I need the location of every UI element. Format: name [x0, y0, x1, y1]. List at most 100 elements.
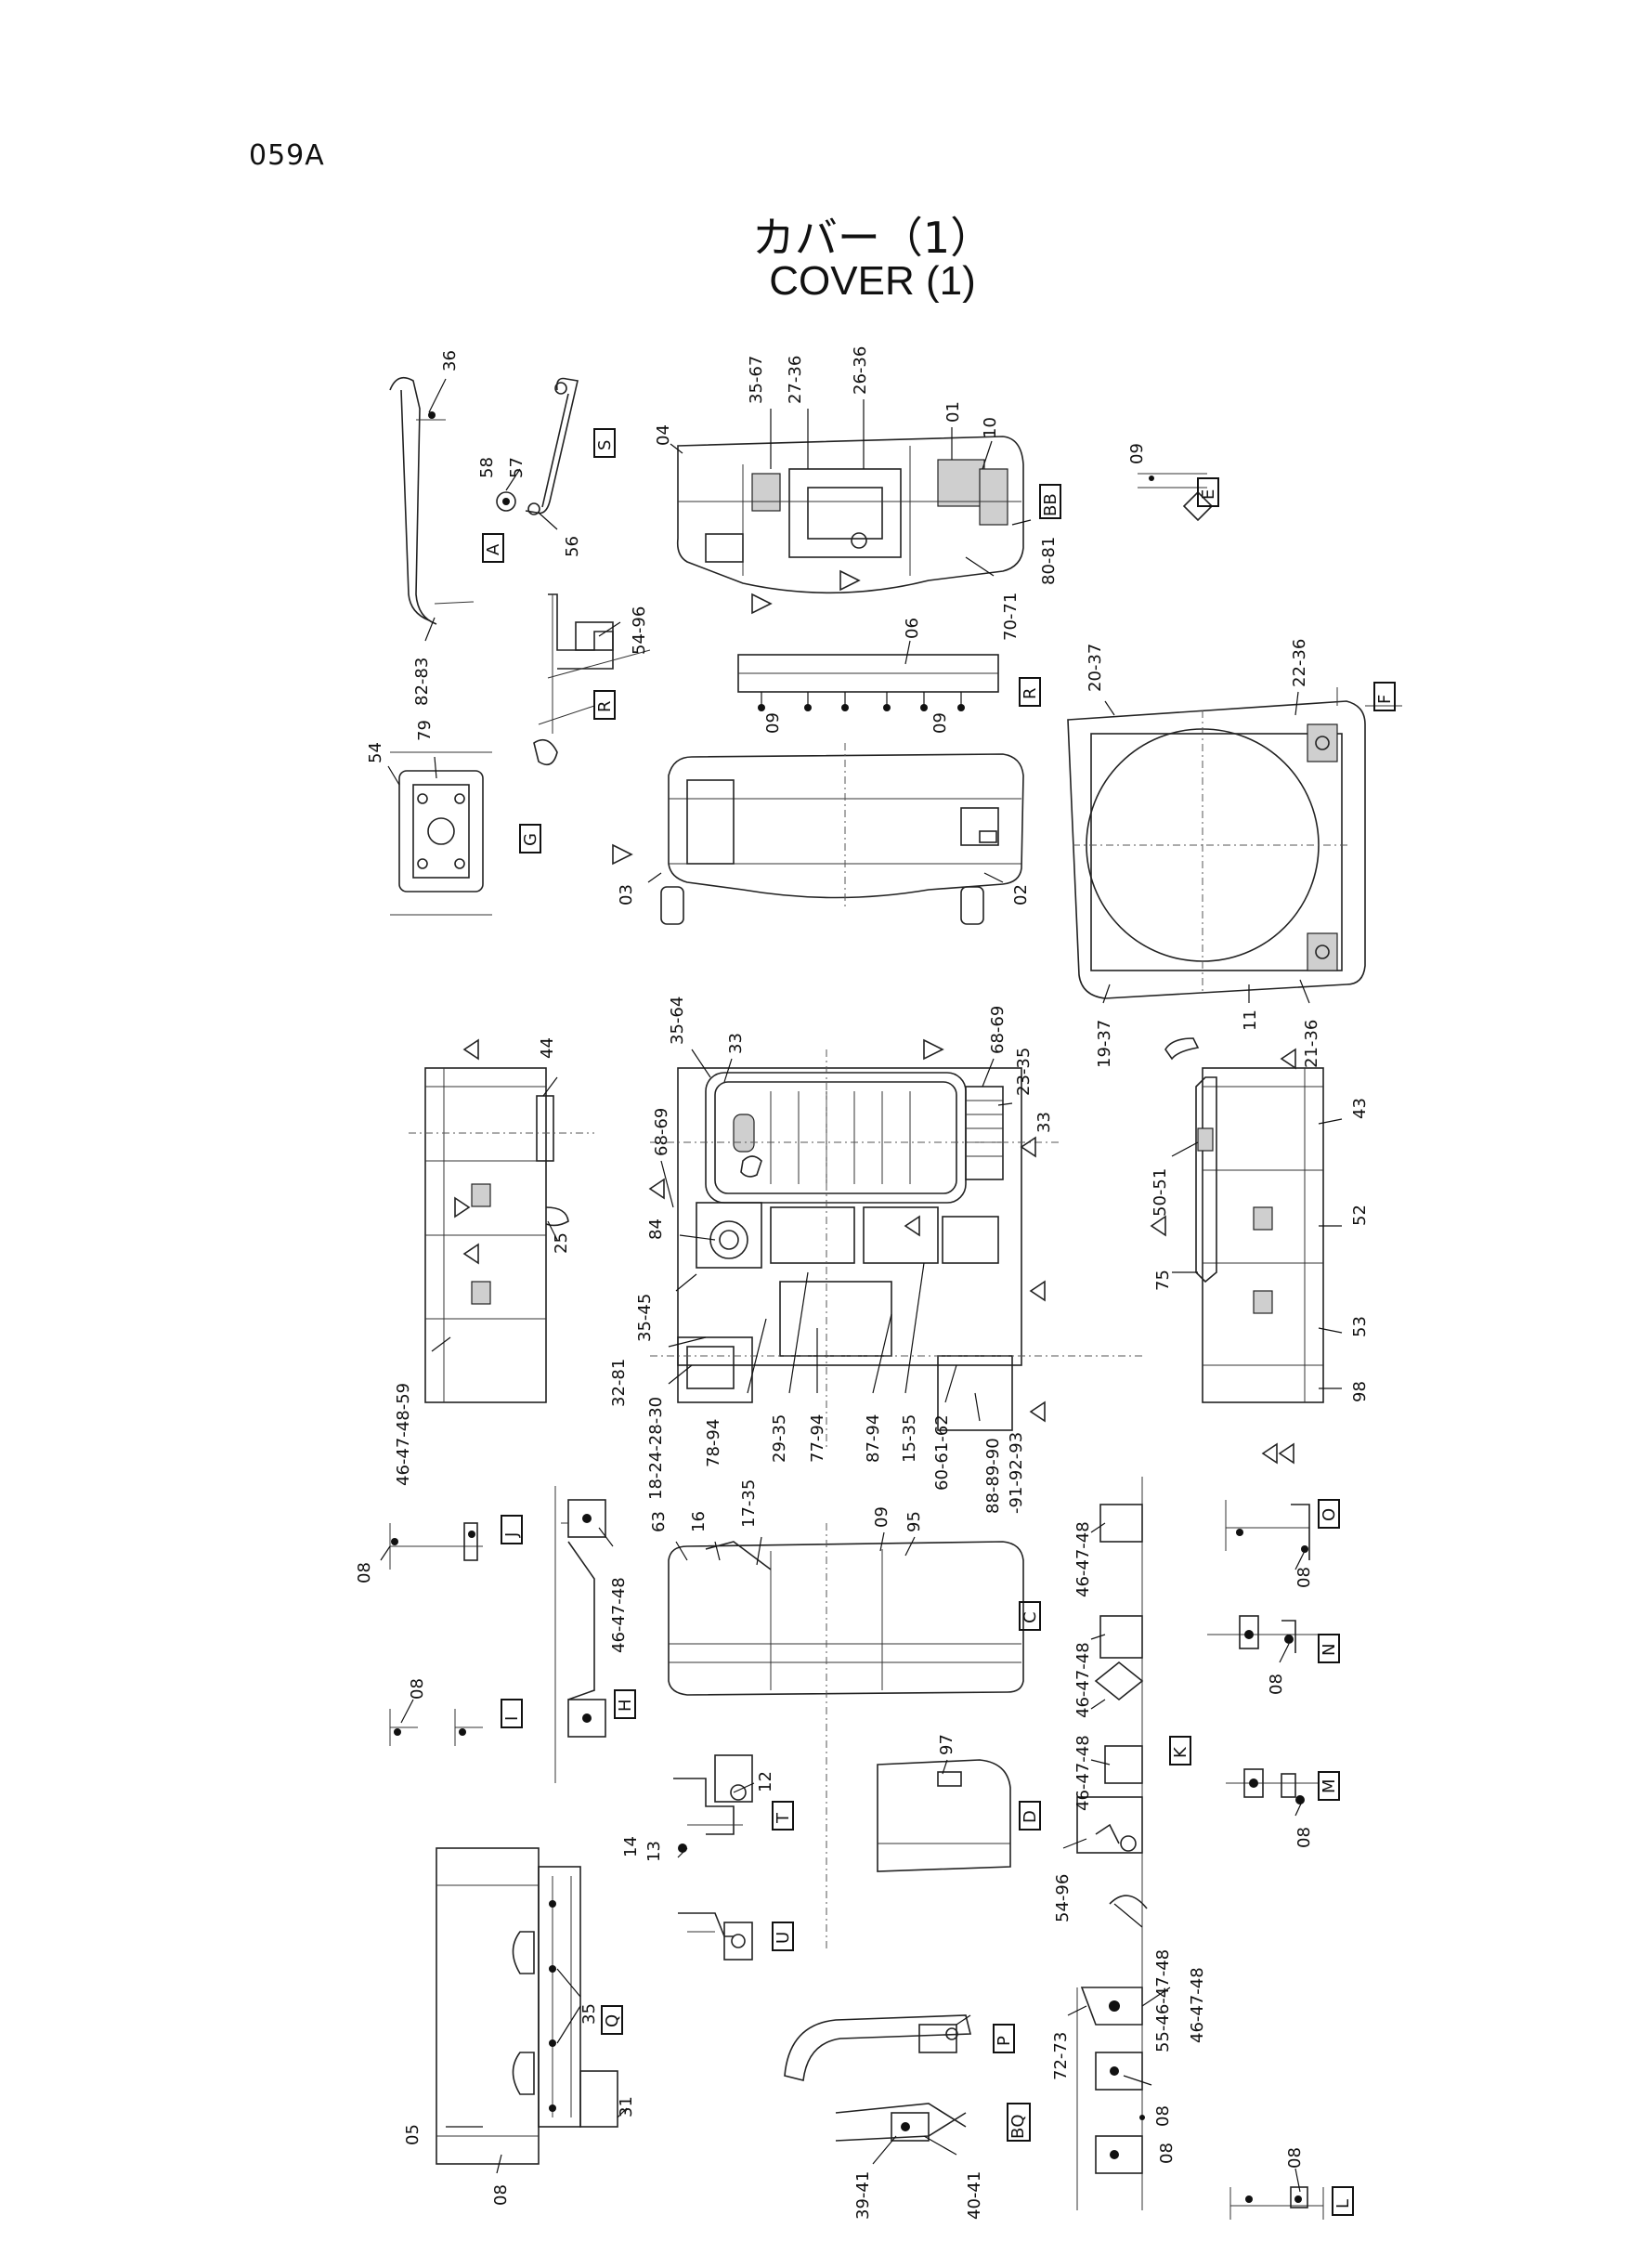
callout-54-96-a: 54-96 — [630, 606, 649, 655]
view-label-r-2: R — [1021, 687, 1040, 699]
callout-01: 01 — [943, 401, 963, 423]
callout-09-c: 09 — [930, 712, 950, 734]
callout-03: 03 — [617, 884, 636, 905]
callout-54: 54 — [366, 742, 385, 763]
view-label-q: Q — [603, 2014, 622, 2027]
callout-77-94: 77-94 — [808, 1414, 827, 1463]
title-english: COVER (1) — [769, 258, 976, 304]
callout-04: 04 — [654, 424, 673, 446]
view-t-bracket — [673, 1754, 755, 1858]
callout-08-i: 08 — [1285, 2147, 1305, 2169]
callout-26-36: 26-36 — [851, 346, 870, 395]
left-side-panel — [409, 1038, 594, 1403]
callout-33-a: 33 — [726, 1033, 746, 1054]
callout-31: 31 — [617, 2096, 636, 2117]
callout-58: 58 — [477, 457, 497, 478]
view-h-bracket — [554, 1486, 614, 1783]
hood-side-view — [612, 743, 1024, 925]
callout-22-36: 22-36 — [1290, 639, 1309, 687]
callout-56: 56 — [563, 536, 582, 557]
right-side-panel — [1150, 1037, 1343, 1403]
callout-75: 75 — [1153, 1270, 1173, 1291]
callout-54-96-b: 54-96 — [1053, 1874, 1073, 1922]
callout-46-47-48-a: 46-47-48 — [609, 1577, 629, 1653]
callout-12: 12 — [756, 1771, 775, 1792]
view-label-a: A — [484, 543, 503, 555]
callout-16: 16 — [689, 1511, 709, 1532]
view-label-n: N — [1320, 1644, 1339, 1656]
callout-33-b: 33 — [1034, 1112, 1054, 1133]
view-e-detail — [1138, 473, 1214, 522]
view-g-hinge-plate — [387, 751, 492, 916]
callout-98: 98 — [1350, 1381, 1370, 1402]
view-r-bracket — [533, 593, 651, 766]
view-d-cover — [877, 1759, 1011, 1872]
callout-05: 05 — [403, 2124, 423, 2145]
callout-14: 14 — [621, 1836, 641, 1857]
callout-13: 13 — [644, 1841, 664, 1862]
callout-87-94: 87-94 — [864, 1414, 883, 1463]
callout-72-73: 72-73 — [1051, 2032, 1071, 2080]
callout-08-c: 08 — [1294, 1567, 1314, 1588]
callout-80-81: 80-81 — [1039, 537, 1059, 585]
callout-88-89-90: 88-89-90 — [983, 1438, 1003, 1514]
view-label-f: F — [1375, 695, 1395, 704]
view-o-bracket — [1225, 1500, 1310, 1570]
view-label-g: G — [521, 833, 540, 846]
view-bq-plate — [835, 2103, 967, 2165]
callout-52: 52 — [1350, 1205, 1370, 1226]
view-n-bracket — [1207, 1615, 1319, 1663]
callout-97: 97 — [937, 1734, 956, 1755]
callout-35: 35 — [579, 2003, 599, 2025]
callout-84: 84 — [646, 1218, 666, 1240]
callout-46-47-48-59: 46-47-48-59 — [394, 1383, 413, 1486]
callout-68-69-b: 68-69 — [988, 1006, 1008, 1054]
view-k-bracket-stack — [1062, 1477, 1171, 2210]
callout-55-46-47-48: 55-46-47-48 — [1153, 1949, 1173, 2052]
view-label-p: P — [995, 2036, 1014, 2046]
callout-08-e: 08 — [1153, 2105, 1173, 2127]
view-label-e: E — [1199, 489, 1218, 500]
view-q-shroud — [436, 1847, 628, 2174]
callout-25: 25 — [552, 1232, 571, 1254]
callout-91-92-93: -91-92-93 — [1007, 1432, 1026, 1514]
view-label-u: U — [774, 1932, 793, 1944]
callout-11: 11 — [1241, 1010, 1260, 1031]
title-japanese: カバー（1） — [751, 213, 994, 263]
callout-08-b: 08 — [408, 1678, 427, 1700]
callout-32-81: 32-81 — [609, 1359, 629, 1407]
view-a-handrail — [389, 376, 475, 642]
callout-70-71: 70-71 — [1001, 593, 1021, 641]
radiator-frame — [1067, 687, 1402, 1004]
callout-82-83: 82-83 — [412, 658, 432, 706]
callout-17-35: 17-35 — [739, 1479, 759, 1528]
main-frame — [648, 1038, 1142, 1449]
callout-60-61-62: 60-61-62 — [932, 1414, 952, 1491]
callout-46-47-48-c: 46-47-48 — [1073, 1642, 1093, 1718]
top-cover-assembly — [670, 399, 1032, 594]
view-label-o: O — [1320, 1508, 1339, 1521]
callout-08-g: 08 — [1157, 2143, 1177, 2164]
callout-35-67: 35-67 — [747, 356, 766, 404]
callout-21-36: 21-36 — [1302, 1020, 1321, 1068]
view-i-clip — [389, 1699, 483, 1746]
callout-57: 57 — [507, 457, 527, 478]
view-label-bq: BQ — [1008, 2114, 1028, 2139]
callout-36-a: 36 — [440, 350, 460, 371]
view-j-bracket — [380, 1522, 483, 1570]
callout-02: 02 — [1011, 884, 1031, 905]
callout-50-51: 50-51 — [1151, 1168, 1170, 1217]
callout-53: 53 — [1350, 1316, 1370, 1337]
callout-68-69-a: 68-69 — [652, 1108, 671, 1156]
callout-46-47-48-d: 46-47-48 — [1073, 1735, 1093, 1811]
view-label-k: K — [1171, 1746, 1190, 1758]
callout-08-a: 08 — [355, 1562, 374, 1583]
callout-20-37: 20-37 — [1086, 644, 1105, 692]
callout-15-35: 15-35 — [900, 1414, 919, 1463]
view-p-shield — [784, 2014, 972, 2081]
view-label-t: T — [774, 1812, 793, 1824]
callout-27-36: 27-36 — [786, 356, 805, 404]
callout-29-35: 29-35 — [770, 1414, 789, 1463]
view-r-rail — [737, 640, 999, 711]
